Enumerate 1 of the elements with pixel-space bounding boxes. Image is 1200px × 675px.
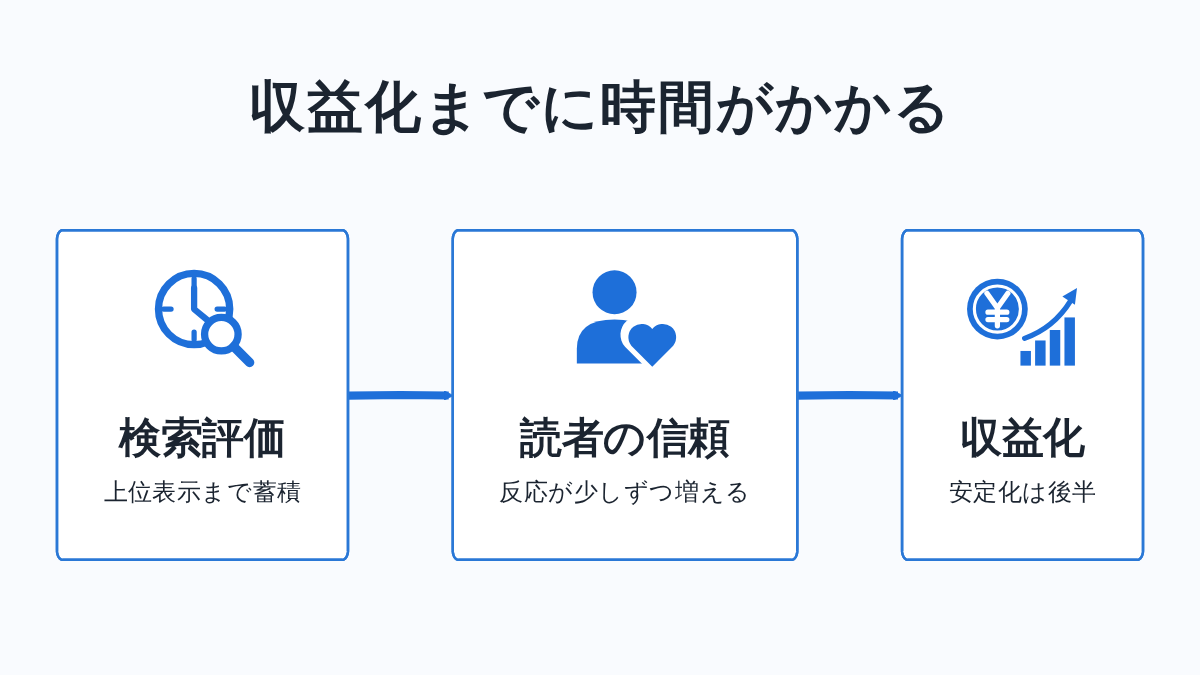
title: 収益化までに時間がかかる	[247, 73, 953, 141]
